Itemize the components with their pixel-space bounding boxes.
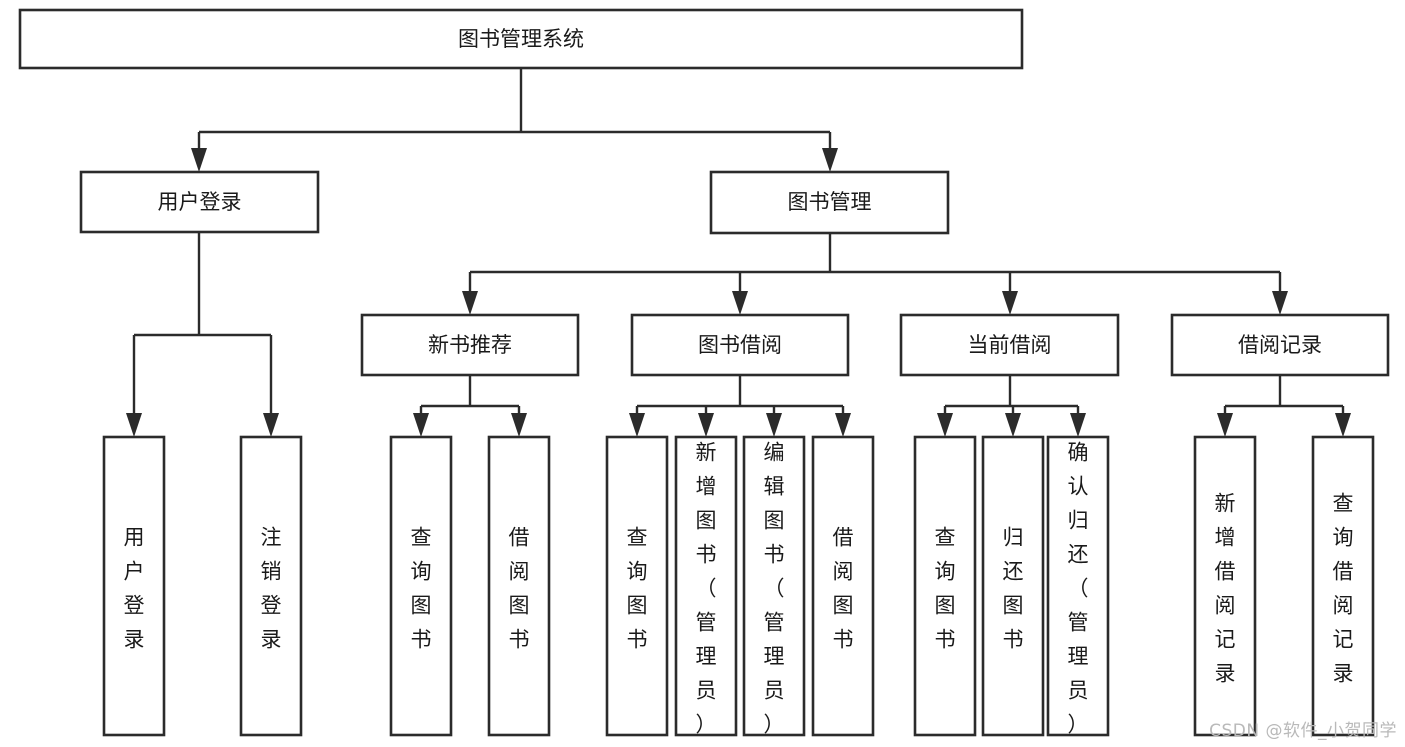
- leaf-borrow-record-1[interactable]: 查询借阅记录: [1311, 435, 1375, 737]
- arrow-to-current-borrow: [1002, 291, 1018, 315]
- node-book-management-label: 图书管理: [788, 190, 872, 214]
- node-book-management[interactable]: 图书管理: [709, 170, 950, 235]
- leaf-current-borrow-0[interactable]: 查询图书: [913, 435, 977, 737]
- node-book-borrow-label: 图书借阅: [698, 333, 782, 357]
- leaf-label: 查询借阅记录: [1333, 492, 1354, 686]
- arrow-leaf: [698, 413, 714, 437]
- leaf-label: 新增图书（管理员）: [696, 441, 717, 737]
- node-borrow-record-label: 借阅记录: [1238, 333, 1322, 357]
- leaf-current-borrow-1[interactable]: 归还图书: [981, 435, 1045, 737]
- arrow-to-book-borrow: [732, 291, 748, 315]
- node-root-system[interactable]: 图书管理系统: [18, 8, 1024, 70]
- arrow-leaf: [835, 413, 851, 437]
- connector-bookmgmt-to-level2: [462, 233, 1288, 315]
- arrow-to-new-book: [462, 291, 478, 315]
- node-current-borrow-label: 当前借阅: [968, 333, 1052, 357]
- arrow-leaf: [1335, 413, 1351, 437]
- leaf-new-book-recommend-1[interactable]: 借阅图书: [487, 435, 551, 737]
- leaf-label: 归还图书: [1003, 526, 1024, 652]
- node-current-borrow[interactable]: 当前借阅: [899, 313, 1120, 377]
- node-borrow-record[interactable]: 借阅记录: [1170, 313, 1390, 377]
- connector-borrowrecord-to-leaves: [1217, 375, 1351, 437]
- leaf-borrow-record-0[interactable]: 新增借阅记录: [1193, 435, 1257, 737]
- leaf-label: 注销登录: [261, 526, 282, 652]
- arrow-leaf: [263, 413, 279, 437]
- leaf-book-borrow-2[interactable]: 编辑图书（管理员）: [742, 435, 806, 737]
- leaf-book-borrow-1[interactable]: 新增图书（管理员）: [674, 435, 738, 737]
- leaf-label: 借阅图书: [833, 526, 854, 652]
- leaf-book-borrow-0[interactable]: 查询图书: [605, 435, 669, 737]
- leaf-current-borrow-2[interactable]: 确认归还（管理员）: [1046, 435, 1110, 737]
- leaf-new-book-recommend-0[interactable]: 查询图书: [389, 435, 453, 737]
- arrow-to-borrow-record: [1272, 291, 1288, 315]
- leaf-label: 用户登录: [124, 526, 145, 652]
- node-new-book-recommend-label: 新书推荐: [428, 333, 512, 357]
- arrow-leaf: [511, 413, 527, 437]
- node-book-borrow[interactable]: 图书借阅: [630, 313, 850, 377]
- leaf-user-login-1[interactable]: 注销登录: [239, 435, 303, 737]
- leaf-label: 查询图书: [411, 526, 432, 652]
- connector-bookborrow-to-leaves: [629, 375, 851, 437]
- leaf-book-borrow-3[interactable]: 借阅图书: [811, 435, 875, 737]
- leaf-label: 编辑图书（管理员）: [764, 441, 785, 737]
- arrow-to-book-management: [822, 148, 838, 172]
- leaf-label: 确认归还（管理员）: [1068, 441, 1089, 737]
- arrow-leaf: [126, 413, 142, 437]
- arrow-leaf: [629, 413, 645, 437]
- connector-currentborrow-to-leaves: [937, 375, 1086, 437]
- leaf-user-login-0[interactable]: 用户登录: [102, 435, 166, 737]
- leaf-label: 借阅图书: [509, 526, 530, 652]
- connector-userlogin-to-leaves: [126, 232, 279, 437]
- arrow-leaf: [1005, 413, 1021, 437]
- arrow-to-user-login: [191, 148, 207, 172]
- arrow-leaf: [766, 413, 782, 437]
- arrow-leaf: [1070, 413, 1086, 437]
- leaf-label: 查询图书: [627, 526, 648, 652]
- connector-newbook-to-leaves: [413, 375, 527, 437]
- arrow-leaf: [1217, 413, 1233, 437]
- leaf-label: 新增借阅记录: [1215, 492, 1236, 686]
- arrow-leaf: [413, 413, 429, 437]
- node-new-book-recommend[interactable]: 新书推荐: [360, 313, 580, 377]
- arrow-leaf: [937, 413, 953, 437]
- connector-root-to-level1: [191, 68, 838, 172]
- leaf-label: 查询图书: [935, 526, 956, 652]
- node-root-label: 图书管理系统: [458, 27, 584, 51]
- node-user-login-label: 用户登录: [158, 190, 242, 214]
- node-user-login[interactable]: 用户登录: [79, 170, 320, 234]
